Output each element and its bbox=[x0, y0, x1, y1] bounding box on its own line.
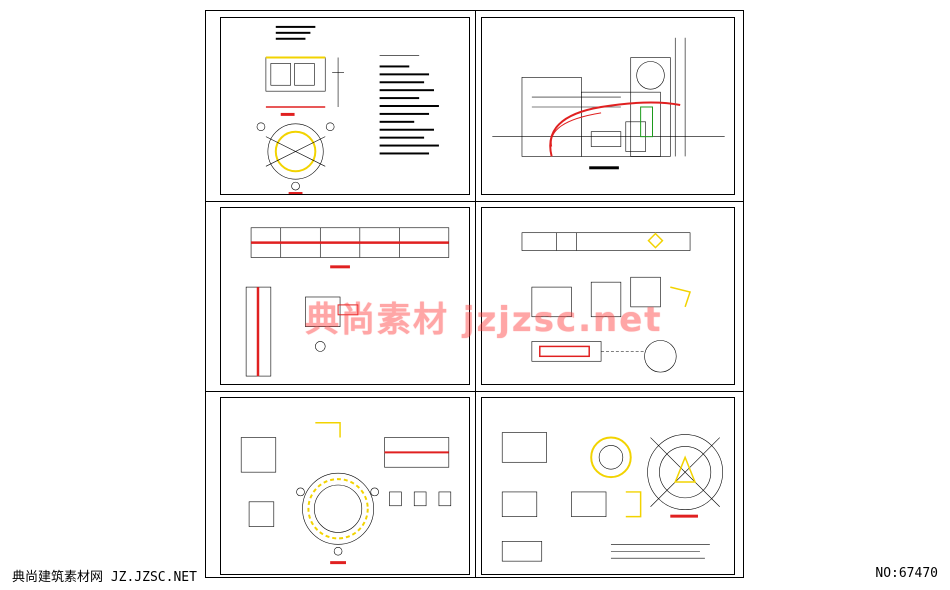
watermark-text: 典尚素材 jzjzsc.net bbox=[305, 300, 663, 340]
sheet-3-drawing bbox=[245, 227, 450, 377]
sheet-4-drawing bbox=[521, 232, 692, 373]
footer-id-text: NO:67470 bbox=[875, 566, 938, 581]
drawing-sheet-5[interactable] bbox=[220, 397, 470, 575]
drawing-sheet-3[interactable] bbox=[220, 207, 470, 385]
sheet-2-drawing bbox=[492, 37, 725, 170]
drawing-sheet-grid bbox=[205, 10, 744, 578]
drawing-sheet-4[interactable] bbox=[481, 207, 735, 385]
sheet-6-drawing bbox=[501, 432, 723, 562]
grid-row-divider bbox=[206, 201, 743, 202]
drawing-sheet-6[interactable] bbox=[481, 397, 735, 575]
sheet-5-drawing bbox=[240, 421, 452, 565]
sheet-1-drawing bbox=[256, 25, 439, 194]
grid-column-divider bbox=[475, 11, 476, 577]
drawing-sheet-2[interactable] bbox=[481, 17, 735, 195]
footer-site-text: 典尚建筑素材网 JZ.JZSC.NET bbox=[12, 570, 197, 585]
drawing-sheet-1[interactable] bbox=[220, 17, 470, 195]
grid-row-divider bbox=[206, 391, 743, 392]
